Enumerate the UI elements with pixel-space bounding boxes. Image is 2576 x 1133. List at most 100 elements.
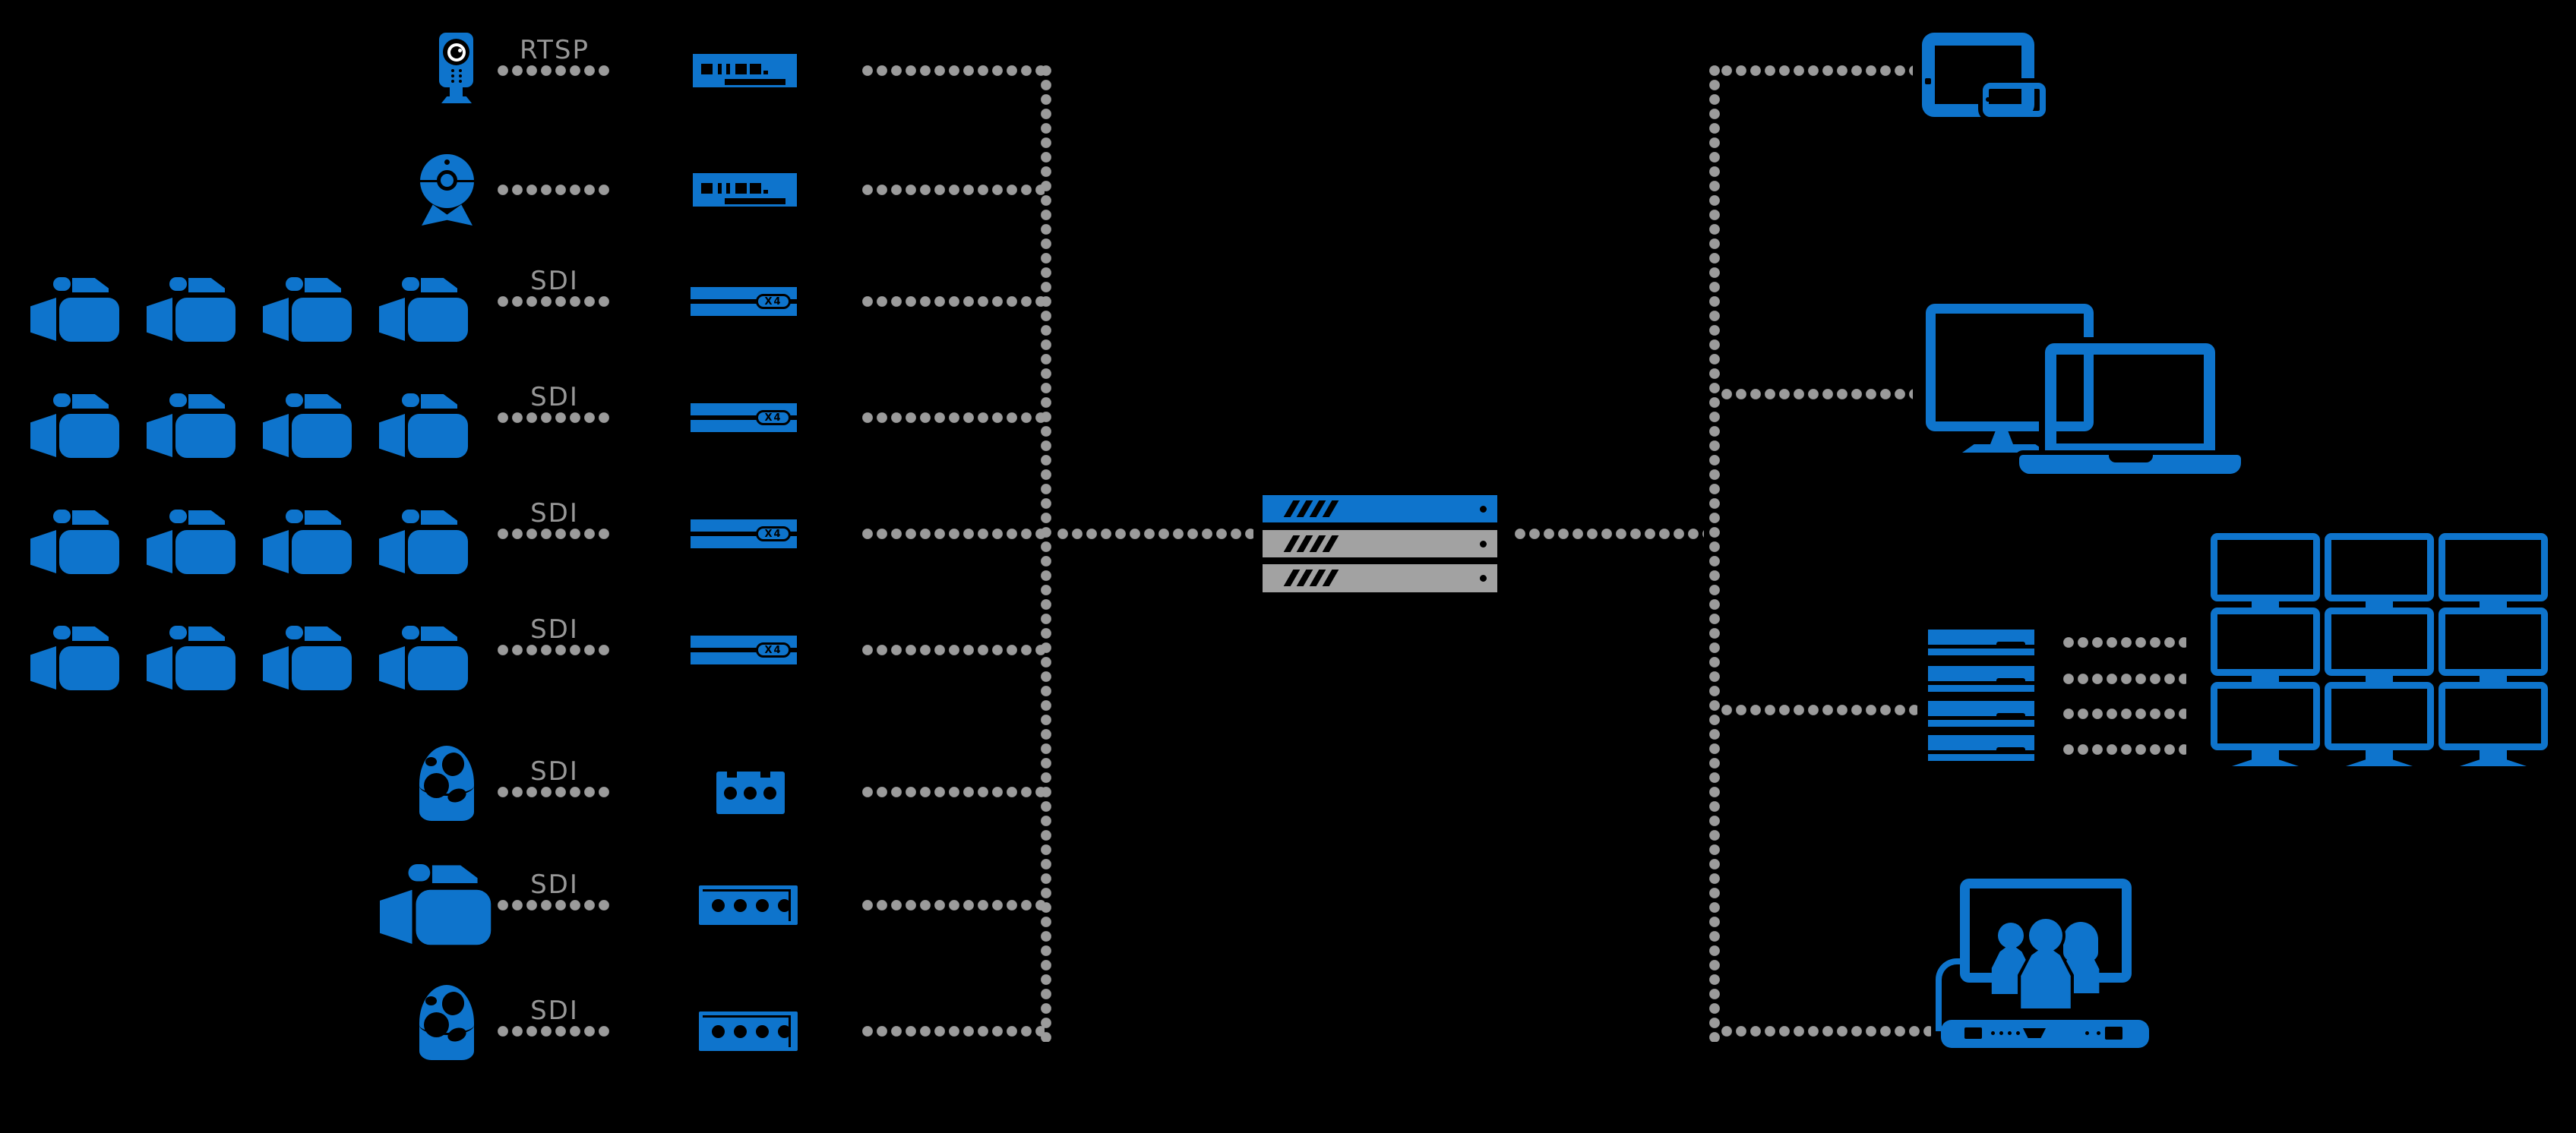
server-unit	[1263, 495, 1497, 522]
quad-encoder-icon: X4	[691, 403, 797, 432]
encoder-port	[735, 183, 747, 194]
camera-lens-cone	[379, 530, 405, 573]
video-camera-icon	[379, 510, 468, 574]
quad-encoder-icon: X4	[691, 636, 797, 664]
camera-handle	[72, 626, 109, 641]
camera-lens-cone	[147, 298, 172, 341]
camera-viewfinder	[286, 393, 303, 407]
video-camera-icon	[30, 393, 119, 458]
ptz-dome-camera-icon	[419, 985, 474, 1060]
video-wall-decoder-rack	[1928, 630, 2034, 761]
video-wall-stand-base	[2346, 759, 2413, 766]
camera-handle	[305, 510, 341, 525]
laptop-base	[2019, 455, 2241, 474]
protocol-label: SDI	[530, 996, 579, 1026]
protocol-label: SDI	[530, 756, 579, 787]
ip-camera-lens	[443, 39, 469, 65]
conference-cable	[1936, 958, 1964, 1031]
encoder-seam	[703, 889, 791, 892]
camera-viewfinder	[169, 277, 187, 291]
streaming-encoder-icon	[693, 173, 797, 207]
dotted-link	[862, 787, 1045, 797]
codec-led	[2016, 1031, 2020, 1035]
dotted-link	[862, 185, 1045, 195]
camera-body	[175, 646, 235, 690]
camera-body	[175, 414, 235, 458]
x4-badge: X4	[756, 642, 791, 658]
camera-lens-cone	[30, 646, 56, 690]
camera-handle	[188, 278, 225, 292]
server-led	[1480, 506, 1487, 513]
camera-body	[59, 646, 119, 690]
ip-camera-icon	[439, 33, 474, 103]
bus-left	[1041, 65, 1051, 1042]
smartphone-icon	[1983, 83, 2046, 117]
dotted-link	[498, 645, 612, 655]
camera-body	[408, 530, 468, 574]
video-wall-monitor	[2325, 608, 2434, 676]
dotted-link	[862, 1026, 1045, 1037]
encoder-port	[763, 71, 768, 74]
camera-body	[59, 414, 119, 458]
encoder-port	[718, 183, 722, 194]
ptz-dome-camera-icon	[419, 746, 474, 821]
camera-lens-cone	[379, 298, 405, 341]
encoder-port	[734, 1025, 747, 1038]
branch-mobile-devices	[1721, 65, 1913, 76]
quad-encoder-icon: X4	[691, 287, 797, 316]
protocol-label: SDI	[530, 382, 579, 412]
encoder-port	[718, 64, 722, 74]
video-wall-stand-base	[2232, 759, 2299, 766]
encoder-notch	[760, 772, 770, 778]
decoder-unit	[1928, 701, 2034, 727]
video-wall-mount	[2480, 600, 2507, 609]
encoder-port	[756, 1025, 769, 1038]
video-camera-icon	[30, 510, 119, 574]
camera-handle	[421, 278, 457, 292]
dotted-link	[498, 185, 612, 195]
video-camera-icon	[263, 277, 352, 342]
rack-encoder-icon	[699, 885, 798, 925]
camera-lens-cone	[379, 414, 405, 457]
camera-handle	[72, 510, 109, 525]
dotted-link	[862, 645, 1045, 655]
codec-led	[2008, 1031, 2012, 1035]
dotted-link	[498, 1026, 612, 1037]
quad-encoder-icon: X4	[691, 519, 797, 548]
codec-led	[1991, 1031, 1995, 1035]
video-wall-monitor	[2439, 533, 2548, 601]
server-unit	[1263, 564, 1497, 592]
ptz-lens-hole	[425, 996, 437, 1005]
camera-handle	[421, 626, 457, 641]
camera-viewfinder	[286, 510, 303, 523]
camera-body	[292, 646, 352, 690]
video-camera-icon	[147, 626, 235, 690]
participant-head-icon	[1998, 923, 2024, 948]
camera-lens-cone	[147, 530, 172, 573]
decoder-tray	[1928, 754, 2034, 761]
encoder-port	[734, 899, 747, 912]
camera-viewfinder	[402, 393, 419, 407]
camera-viewfinder	[53, 277, 71, 291]
encoder-port	[726, 183, 730, 194]
video-camera-icon	[263, 393, 352, 458]
dotted-link	[498, 296, 612, 307]
camera-handle	[421, 394, 457, 409]
video-wall-mount	[2366, 600, 2393, 609]
camera-lens-cone	[30, 298, 56, 341]
camera-lens-cone	[30, 530, 56, 573]
conference-codec-icon	[1941, 1020, 2149, 1048]
protocol-label: SDI	[530, 869, 579, 900]
video-wall-mount	[2252, 674, 2279, 683]
encoder-port	[701, 64, 713, 74]
camera-handle	[72, 278, 109, 292]
camera-handle	[188, 394, 225, 409]
branch-video-wall	[1721, 705, 1917, 715]
camera-viewfinder	[169, 510, 187, 523]
video-wall-monitor	[2211, 682, 2320, 750]
camera-viewfinder	[402, 510, 419, 523]
camera-lens-cone	[147, 646, 172, 690]
decoder-chassis	[1928, 735, 2034, 750]
ip-camera-foot	[441, 96, 472, 103]
camera-lens-cone	[263, 530, 289, 573]
